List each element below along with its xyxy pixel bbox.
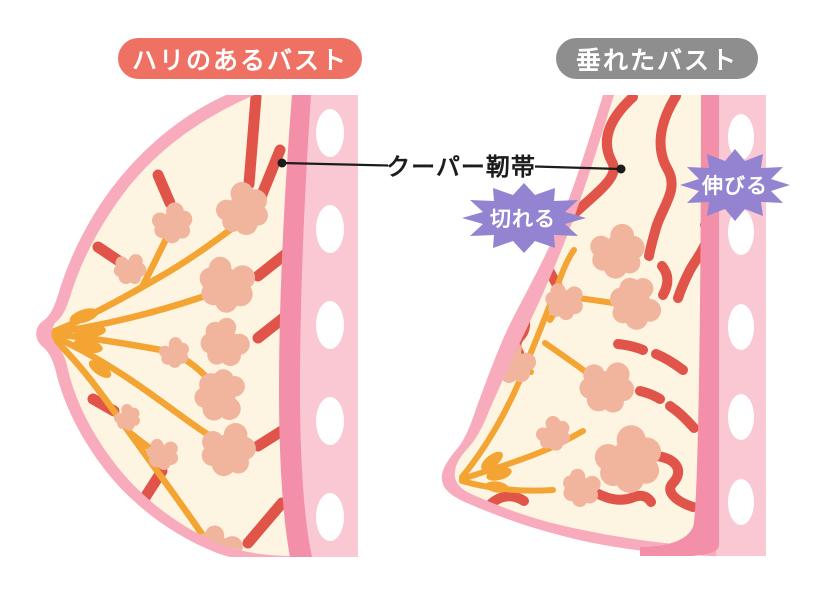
annotation-dot-left [277,158,287,168]
rib-opening [728,394,754,440]
pectoral-fascia-strip [640,95,719,556]
tear-burst-label: 切れる [490,207,556,231]
annotation-line-right [534,165,621,171]
stretch-burst-shape [680,149,790,221]
tear-burst: 切れる [462,183,586,253]
rib-opening [316,493,344,541]
firm-bust-illustration [36,95,358,557]
ligament-annotation: クーパー靭帯 [277,153,626,181]
sagging-bust-title-label: 垂れたバスト [575,45,738,75]
rib-opening [728,479,754,525]
lactiferous-sinuses-firm [69,308,112,378]
rib-opening [316,397,344,445]
rib-opening [316,205,344,253]
stretch-burst-label: 伸びる [701,174,768,198]
lactiferous-sinuses-sagging [481,451,512,493]
ligament-label: クーパー靭帯 [386,153,536,181]
firm-bust-title: ハリのあるバスト [118,38,362,79]
sagging-bust-title: 垂れたバスト [556,38,758,79]
rib-opening [728,304,754,350]
annotation-line-left [281,161,389,167]
rib-opening [316,301,344,349]
rib-openings [316,109,344,541]
tear-burst-shape [462,183,586,253]
rib-openings [728,114,754,525]
annotation-dot-right [616,164,626,174]
firm-bust-title-label: ハリのあるバスト [131,45,348,75]
rib-opening [728,114,754,160]
breast-tissue [454,95,710,546]
rib-opening [728,209,754,255]
sagging-bust-illustration [441,95,766,556]
rib-opening [316,109,344,157]
pectoral-fascia-strip [279,95,312,557]
stretch-burst: 伸びる [680,149,790,221]
